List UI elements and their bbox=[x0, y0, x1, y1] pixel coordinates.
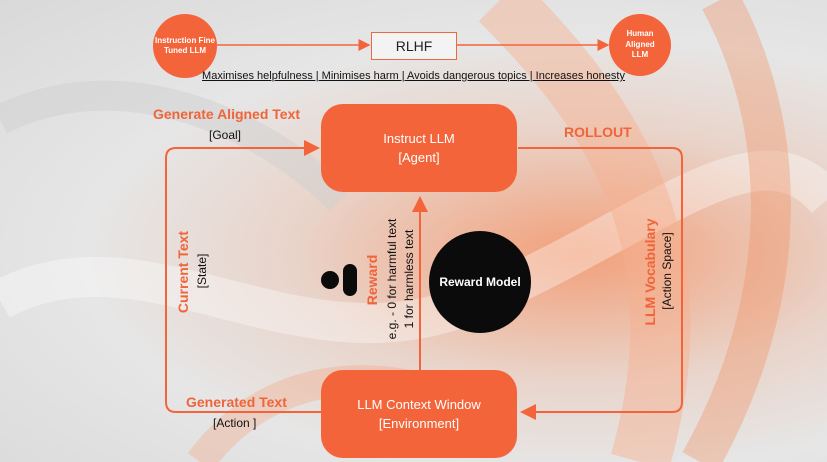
action-role: [Action ] bbox=[213, 416, 257, 430]
goal-role: [Goal] bbox=[209, 128, 242, 142]
reward-model-circle: Reward Model bbox=[429, 231, 531, 333]
reward-title: Reward bbox=[364, 254, 380, 306]
reward-line1: e.g. - 0 for harmful text bbox=[385, 218, 399, 340]
agent-role: [Agent] bbox=[398, 150, 440, 165]
instruction-llm-circle: Instruction Fine Tuned LLM bbox=[153, 14, 217, 78]
aligned-llm-circle: Human Aligned LLM bbox=[609, 14, 671, 76]
instruction-llm-label: Instruction Fine Tuned LLM bbox=[155, 35, 215, 55]
aligned-llm-label: Human Aligned LLM bbox=[625, 29, 655, 60]
action-space-role: [Action Space] bbox=[660, 232, 674, 310]
state-role: [State] bbox=[195, 253, 209, 289]
agent-node: Instruct LLM [Agent] bbox=[321, 104, 517, 192]
person-icon bbox=[321, 264, 361, 300]
rlhf-box: RLHF bbox=[371, 32, 457, 60]
reward-line2: 1 for harmless text bbox=[402, 229, 416, 329]
rollout-label: ROLLOUT bbox=[564, 124, 632, 140]
environment-role: [Environment] bbox=[378, 416, 460, 431]
goal-title: Generate Aligned Text bbox=[153, 106, 301, 122]
agent-title: Instruct LLM bbox=[383, 130, 455, 146]
arrow-rollout-loop bbox=[518, 147, 683, 420]
environment-node: LLM Context Window [Environment] bbox=[321, 370, 517, 458]
action-title: Generated Text bbox=[186, 394, 287, 410]
goals-subtitle: Maximises helpfulness | Minimises harm |… bbox=[202, 70, 625, 82]
action-space-title: LLM Vocabulary bbox=[642, 218, 658, 326]
arrow-action-loop bbox=[165, 140, 322, 413]
environment-title: LLM Context Window bbox=[357, 396, 481, 412]
rlhf-label: RLHF bbox=[395, 38, 433, 54]
reward-model-label: Reward Model bbox=[439, 275, 521, 289]
state-title: Current Text bbox=[175, 230, 191, 314]
